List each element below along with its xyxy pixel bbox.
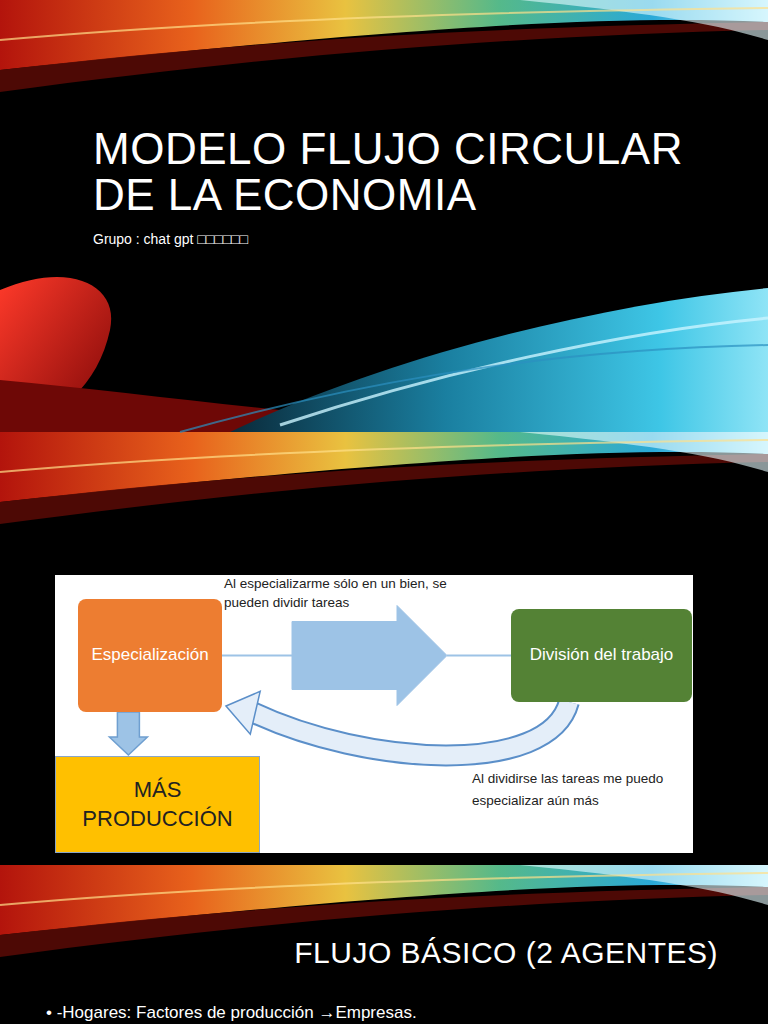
node-text: Especialización bbox=[91, 644, 208, 666]
result-box: MÁS PRODUCCIÓN bbox=[55, 756, 260, 853]
subtitle: Grupo : chat gpt □□□□□□ bbox=[93, 231, 248, 247]
edge-label: Al dividirse las tareas me puedo especia… bbox=[472, 768, 692, 812]
flow-arrow bbox=[222, 606, 511, 706]
process-box: Especialización bbox=[78, 599, 222, 712]
slide-heading: FLUJO BÁSICO (2 AGENTES) bbox=[294, 936, 718, 970]
slide-title: MODELO FLUJO CIRCULAR DE LA ECONOMIA bbox=[93, 126, 713, 218]
flow-arrow bbox=[109, 712, 147, 755]
process-box: División del trabajo bbox=[511, 609, 692, 702]
node-text: División del trabajo bbox=[530, 644, 674, 666]
edge-label: Al especializarme sólo en un bien, se pu… bbox=[224, 574, 454, 612]
bullet-text: • -Hogares: Factores de producción →Empr… bbox=[46, 1003, 417, 1023]
node-text: MÁS PRODUCCIÓN bbox=[62, 776, 253, 833]
